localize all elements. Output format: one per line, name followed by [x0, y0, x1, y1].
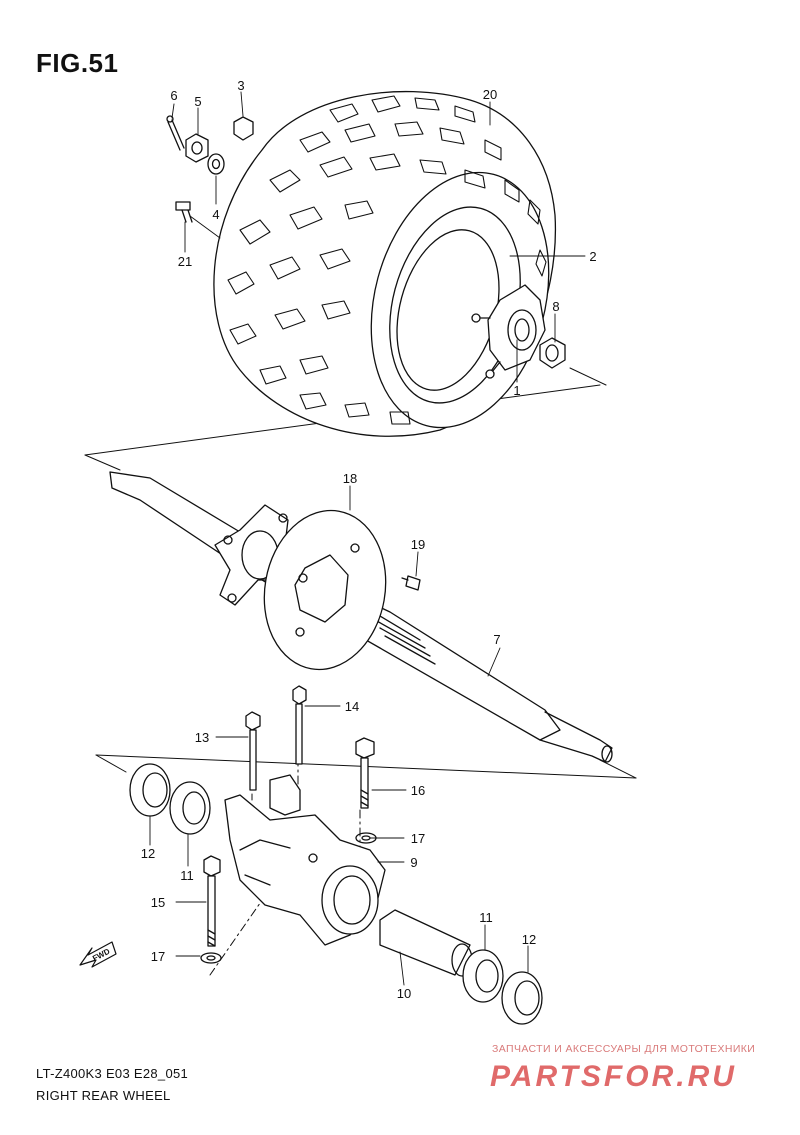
callout-6: 6 — [170, 88, 177, 103]
callout-15: 15 — [151, 895, 165, 910]
forward-arrow-icon: FWD — [79, 941, 117, 968]
callout-21: 21 — [178, 254, 192, 269]
callout-12-left: 12 — [141, 846, 155, 861]
washer — [207, 153, 225, 175]
bolt-14 — [292, 685, 307, 765]
callout-11-right: 11 — [479, 910, 493, 925]
oil-seal-left — [129, 763, 171, 817]
callout-17-upper: 17 — [411, 831, 425, 846]
hub-nut — [539, 337, 566, 369]
axle-housing — [224, 774, 386, 946]
washer-17-lower — [200, 952, 222, 964]
callout-11-left: 11 — [180, 868, 194, 883]
wheel-hub — [471, 284, 546, 379]
callout-17-lower: 17 — [151, 949, 165, 964]
callout-14: 14 — [345, 699, 359, 714]
bolt-13 — [245, 711, 261, 791]
callout-3: 3 — [237, 78, 244, 93]
watermark-logo-text: PARTSFOR.RU — [490, 1060, 737, 1093]
spacer — [379, 909, 473, 977]
leader-lines — [149, 91, 586, 986]
brake-disc — [263, 509, 387, 671]
callout-8: 8 — [552, 299, 559, 314]
watermark-logo: PARTSFOR.RU — [490, 1060, 737, 1093]
callout-10: 10 — [397, 986, 411, 1001]
watermark-tagline: ЗАПЧАСТИ И АКСЕССУАРЫ ДЛЯ МОТОТЕХНИКИ — [492, 1043, 756, 1055]
callout-1: 1 — [513, 383, 520, 398]
callout-4: 4 — [212, 207, 219, 222]
callout-numbers: 6 5 3 4 21 20 2 8 1 18 19 7 14 13 16 17 … — [141, 78, 597, 1001]
bearing-right — [462, 949, 504, 1003]
callout-13: 13 — [195, 730, 209, 745]
bolt-16 — [355, 737, 375, 809]
cotter-pin — [166, 115, 185, 151]
castle-nut — [185, 133, 209, 163]
callout-19: 19 — [411, 537, 425, 552]
callout-5: 5 — [194, 94, 201, 109]
oil-seal-right — [501, 971, 543, 1025]
figure-title: FIG.51 — [36, 48, 119, 78]
callout-20: 20 — [483, 87, 497, 102]
callout-16: 16 — [411, 783, 425, 798]
model-code: LT-Z400K3 E03 E28_051 — [36, 1066, 189, 1081]
bolt-15 — [203, 855, 221, 947]
tire — [213, 90, 557, 437]
part-group-name: RIGHT REAR WHEEL — [36, 1088, 171, 1103]
callout-7: 7 — [493, 632, 500, 647]
callout-18: 18 — [343, 471, 357, 486]
callout-2: 2 — [589, 249, 596, 264]
bearing-left — [169, 781, 211, 835]
wheel-stud — [175, 201, 193, 223]
disc-bolt — [401, 575, 421, 591]
callout-9: 9 — [410, 855, 417, 870]
wheel-nut — [233, 116, 254, 141]
callout-12-right: 12 — [522, 932, 536, 947]
